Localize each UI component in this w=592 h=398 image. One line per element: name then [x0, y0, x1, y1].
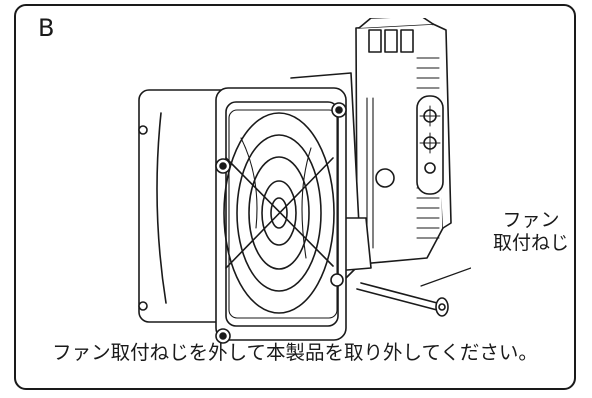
fan-screw-callout: ファン 取付ねじ	[471, 209, 591, 255]
figure-panel: B	[14, 4, 576, 390]
callout-line-1: ファン	[502, 209, 560, 231]
removed-screw	[356, 282, 449, 317]
fan-grille	[223, 112, 335, 314]
callout-line-2: 取付ねじ	[492, 232, 569, 254]
grille-frame	[228, 109, 338, 319]
instruction-caption: ファン取付ねじを外して本製品を取り外してください。	[52, 341, 538, 364]
device-body	[355, 18, 452, 265]
figure-label: B	[38, 14, 55, 42]
fan-assembly-illustration	[138, 18, 471, 344]
fan-screws	[138, 102, 347, 344]
callout-leader	[420, 267, 471, 287]
